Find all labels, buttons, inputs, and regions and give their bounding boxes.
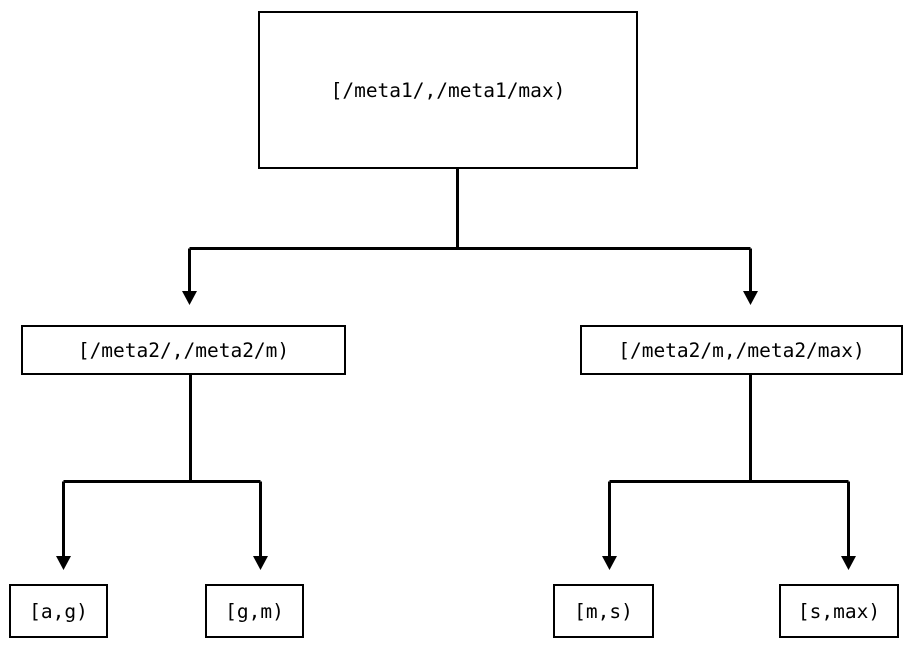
arrowhead-to-l2-right	[743, 291, 758, 305]
tree-node-meta2-lower[interactable]: [/meta2/,/meta2/m)	[21, 325, 346, 375]
edge-l2-left-to-leaves	[56, 375, 268, 570]
arrowhead-to-leaf-ag	[56, 556, 71, 570]
tree-node-meta2-upper[interactable]: [/meta2/m,/meta2/max)	[580, 325, 903, 375]
tree-leaf-s-max[interactable]: [s,max)	[779, 584, 899, 638]
tree-leaf-a-g[interactable]: [a,g)	[9, 584, 108, 638]
arrowhead-to-l2-left	[182, 291, 197, 305]
arrowhead-to-leaf-ms	[602, 556, 617, 570]
edge-l2-right-to-leaves	[602, 375, 856, 570]
tree-node-root[interactable]: [/meta1/,/meta1/max)	[258, 11, 638, 169]
edge-root-to-level2	[182, 169, 758, 305]
arrowhead-to-leaf-smax	[841, 556, 856, 570]
tree-leaf-g-m[interactable]: [g,m)	[205, 584, 304, 638]
arrowhead-to-leaf-gm	[253, 556, 268, 570]
tree-leaf-m-s[interactable]: [m,s)	[553, 584, 654, 638]
